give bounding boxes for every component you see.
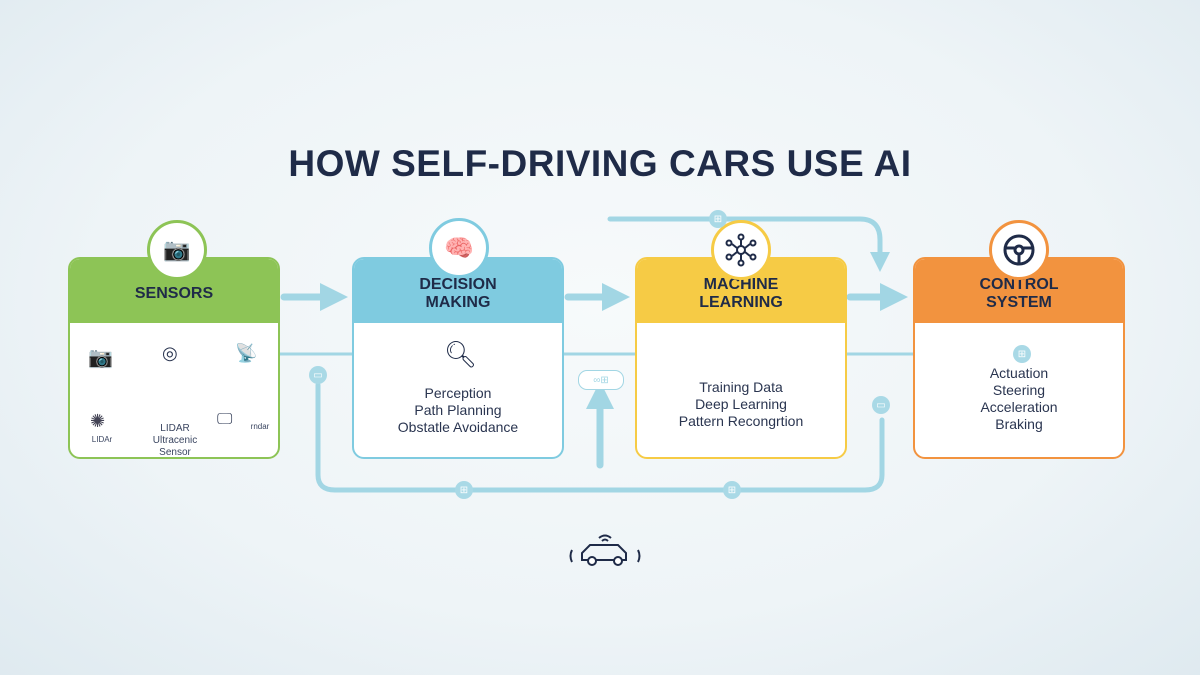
stage-title-line: SYSTEM (986, 294, 1052, 311)
list-item: Training Data (699, 379, 783, 395)
camera-icon: 📷 (88, 347, 113, 369)
steering-wheel-icon (989, 220, 1049, 280)
stage-title-line: MAKING (425, 294, 491, 311)
connector-node-icon: ∞⊞ (578, 370, 624, 390)
stage-title-line: DECISION (419, 276, 497, 293)
brain-icon: 🧠 (429, 218, 489, 278)
radar-dish-icon: 📡 (235, 343, 258, 363)
sensor-label: LIDAr (91, 435, 113, 444)
stage-title-line: LEARNING (699, 294, 783, 311)
list-item: Actuation (989, 365, 1049, 381)
list-item: Braking (995, 416, 1043, 432)
light-sensor-icon: ✺ (90, 411, 106, 431)
connector-node-icon: ▭ (872, 396, 890, 414)
list-item: Steering (992, 382, 1046, 398)
connector-node-icon: ⊞ (723, 481, 741, 499)
stage-title-line: MACHINE (703, 276, 779, 293)
top-loop-arrow (607, 216, 890, 272)
sensor-label-line: Sensor (159, 447, 191, 458)
page-title: HOW SELF-DRIVING CARS USE AI (288, 143, 912, 184)
list-item: Acceleration (980, 399, 1058, 415)
list-item: Perception (424, 385, 492, 401)
sensor-label-line: LIDAR (160, 423, 190, 434)
magnifier-icon: 🔍︎ (444, 339, 478, 369)
sensor-label-line: Ultracenic (152, 435, 198, 446)
list-item: Obstatle Avoidance (397, 419, 519, 435)
sensor-label: LIDAR Ultracenic Sensor (130, 423, 220, 458)
stage-title-line: CONTROL (979, 276, 1059, 293)
connector-node-icon: ⊞ (1013, 345, 1031, 363)
connected-car-icon (568, 530, 642, 575)
list-item: Pattern Recongrtion (678, 413, 804, 429)
neural-network-icon (711, 220, 771, 280)
connector-node-icon: ⊞ (709, 210, 727, 228)
camera-wifi-icon: 📷 (147, 220, 207, 280)
list-item: Path Planning (414, 402, 502, 418)
monitor-icon: 🖵 (217, 411, 233, 428)
connector-node-icon: ⊞ (455, 481, 473, 499)
bottom-loop (315, 382, 885, 493)
sensor-label: rndar (250, 422, 270, 431)
lidar-scanner-icon: ◎ (162, 343, 178, 363)
stage-sensors: SENSORS 📷 ◎ 📡 ✺ 🖵 LIDAr LIDAR Ultracenic… (68, 257, 280, 459)
connector-node-icon: ▭ (309, 366, 327, 384)
list-item: Deep Learning (695, 396, 787, 412)
